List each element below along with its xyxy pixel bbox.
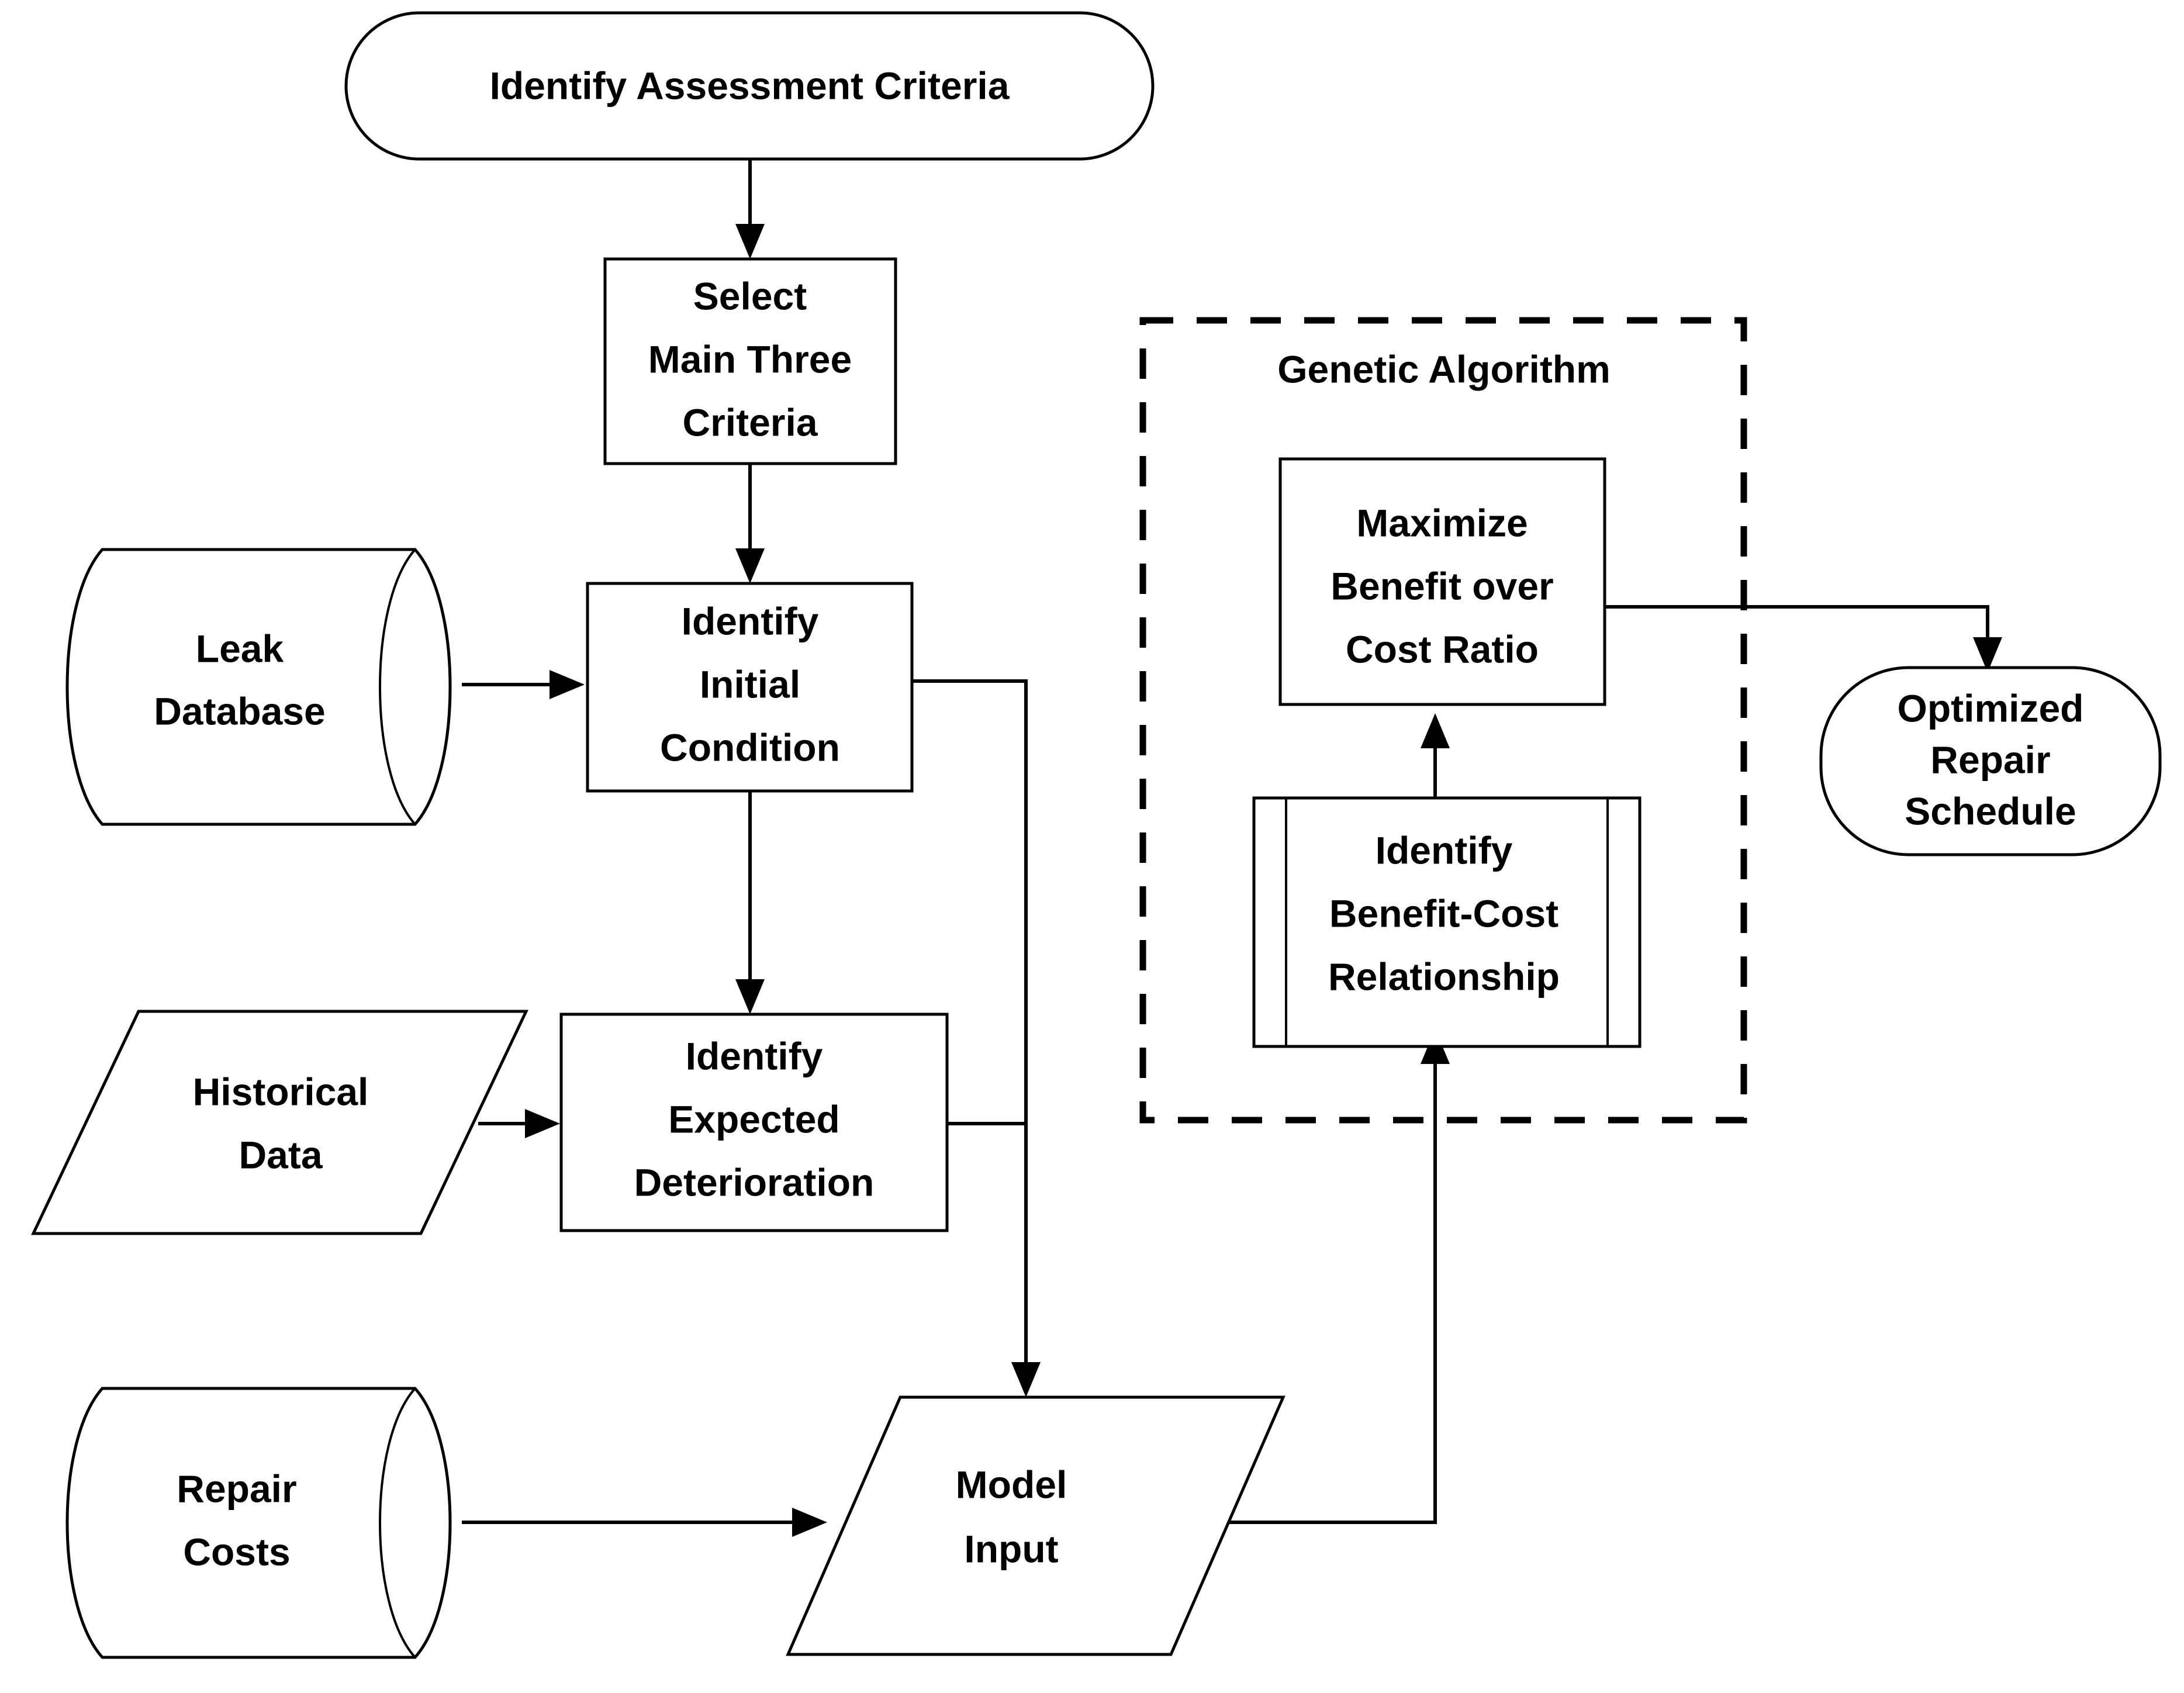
select-main-three-criteria-line-3: Criteria bbox=[682, 400, 818, 444]
model-input-line-1: Model bbox=[956, 1463, 1067, 1506]
node-identify-assessment-criteria[interactable]: Identify Assessment Criteria bbox=[344, 11, 1155, 161]
node-identify-expected-deterioration[interactable]: Identify Expected Deterioration bbox=[559, 1013, 949, 1232]
identify-expected-deterioration-line-2: Expected bbox=[668, 1097, 839, 1141]
optimized-repair-schedule-line-1: Optimized bbox=[1897, 686, 2083, 730]
identify-benefit-cost-relationship-line-3: Relationship bbox=[1328, 955, 1560, 998]
repair-costs-line-2: Costs bbox=[183, 1530, 290, 1573]
edge-initial-condition-to-model-input bbox=[912, 679, 1041, 1397]
node-repair-costs[interactable]: Repair Costs bbox=[65, 1387, 452, 1659]
identify-benefit-cost-relationship-line-1: Identify bbox=[1376, 828, 1513, 872]
identify-initial-condition-line-1: Identify bbox=[682, 599, 819, 642]
select-main-three-criteria-line-1: Select bbox=[693, 274, 807, 317]
node-leak-database[interactable]: Leak Database bbox=[65, 548, 452, 826]
edge-maximize-to-optimized-schedule bbox=[1605, 605, 2002, 672]
node-optimized-repair-schedule[interactable]: Optimized Repair Schedule bbox=[1819, 666, 2162, 856]
identify-expected-deterioration-line-3: Deterioration bbox=[634, 1160, 875, 1204]
identify-initial-condition-line-2: Initial bbox=[700, 662, 800, 706]
repair-costs-line-1: Repair bbox=[177, 1467, 296, 1510]
node-identify-benefit-cost-relationship[interactable]: Identify Benefit-Cost Relationship bbox=[1252, 796, 1642, 1048]
maximize-benefit-cost-ratio-line-2: Benefit over bbox=[1331, 564, 1553, 607]
node-model-input[interactable]: Model Input bbox=[786, 1395, 1285, 1656]
genetic-algorithm-label: Genetic Algorithm bbox=[1277, 347, 1611, 391]
node-select-main-three-criteria[interactable]: Select Main Three Criteria bbox=[603, 257, 897, 465]
edge-select-to-initial-condition bbox=[735, 464, 765, 583]
identify-initial-condition-line-3: Condition bbox=[660, 725, 840, 769]
node-maximize-benefit-cost-ratio[interactable]: Maximize Benefit over Cost Ratio bbox=[1278, 457, 1606, 706]
genetic-algorithm-group: Genetic Algorithm bbox=[1139, 317, 1747, 1124]
edge-repair-costs-to-model-input bbox=[462, 1508, 827, 1537]
model-input-line-2: Input bbox=[964, 1527, 1058, 1570]
maximize-benefit-cost-ratio-line-3: Cost Ratio bbox=[1346, 627, 1539, 671]
node-identify-initial-condition[interactable]: Identify Initial Condition bbox=[586, 582, 914, 793]
identify-assessment-criteria-label: Identify Assessment Criteria bbox=[490, 64, 1010, 107]
node-historical-data[interactable]: Historical Data bbox=[31, 1010, 528, 1235]
leak-database-line-1: Leak bbox=[196, 627, 284, 670]
optimized-repair-schedule-line-3: Schedule bbox=[1905, 789, 2076, 832]
leak-database-line-2: Database bbox=[154, 689, 326, 733]
identify-expected-deterioration-line-1: Identify bbox=[686, 1034, 823, 1077]
optimized-repair-schedule-line-2: Repair bbox=[1930, 738, 2050, 781]
historical-data-line-2: Data bbox=[239, 1133, 323, 1176]
edge-leak-database-to-initial-condition bbox=[462, 670, 585, 699]
edge-initial-condition-to-expected-deterioration bbox=[735, 790, 765, 1014]
select-main-three-criteria-line-2: Main Three bbox=[648, 337, 852, 381]
maximize-benefit-cost-ratio-line-1: Maximize bbox=[1356, 501, 1528, 544]
edge-historical-data-to-expected-deterioration bbox=[478, 1109, 560, 1138]
edge-criteria-to-select bbox=[735, 159, 765, 259]
identify-benefit-cost-relationship-line-2: Benefit-Cost bbox=[1329, 892, 1558, 935]
historical-data-line-1: Historical bbox=[193, 1070, 369, 1113]
